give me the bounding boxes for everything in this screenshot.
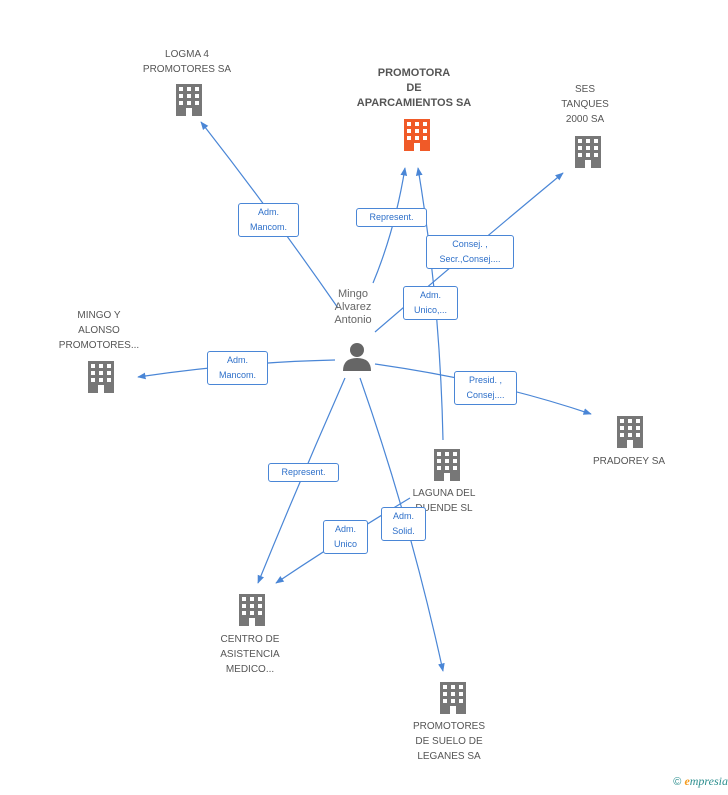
brand-logo: empresia — [684, 774, 728, 788]
copyright-symbol: © — [673, 776, 682, 788]
building-icon-logma[interactable] — [176, 84, 202, 116]
edge-label-promotora: Represent. — [356, 208, 427, 227]
company-label-ses[interactable]: SES TANQUES 2000 SA — [561, 84, 609, 125]
company-label-mingo[interactable]: MINGO Y ALONSO PROMOTORES... — [58, 310, 140, 351]
company-label-promotora[interactable]: PROMOTORA DE APARCAMIENTOS SA — [356, 67, 472, 109]
building-icon-ses[interactable] — [575, 136, 601, 168]
company-label-centro[interactable]: CENTRO DE ASISTENCIA MEDICO... — [220, 634, 280, 675]
building-icon-mingo[interactable] — [88, 361, 114, 393]
person-icon[interactable] — [343, 343, 371, 371]
edge-label-leganes: Adm. Solid. — [381, 507, 426, 541]
building-icon-pradorey[interactable] — [617, 416, 643, 448]
building-icon-leganes[interactable] — [440, 682, 466, 714]
building-icon-promotora[interactable] — [404, 119, 430, 151]
edge-label-logma: Adm. Mancom. — [238, 203, 299, 237]
edge-label-laguna-promotora: Adm. Unico,... — [403, 286, 458, 320]
edge-label-centro-represent: Represent. — [268, 463, 339, 482]
company-label-laguna[interactable]: LAGUNA DEL DUENDE SL — [412, 488, 476, 514]
edge-label-mingo: Adm. Mancom. — [207, 351, 268, 385]
edge-promotora-represent — [372, 167, 408, 284]
footer-brand[interactable]: © empresia — [673, 774, 728, 789]
edge-label-laguna-centro: Adm. Unico — [323, 520, 368, 554]
building-icon-laguna[interactable] — [434, 449, 460, 481]
person-label[interactable]: Mingo Alvarez Antonio — [334, 288, 372, 326]
company-label-leganes[interactable]: PROMOTORES DE SUELO DE LEGANES SA — [412, 721, 486, 762]
edge-label-ses: Consej. , Secr.,Consej.... — [426, 235, 514, 269]
company-label-logma[interactable]: LOGMA 4 PROMOTORES SA — [142, 49, 232, 75]
brand-logo-text: mpresia — [689, 774, 728, 788]
edge-label-pradorey: Presid. , Consej.... — [454, 371, 517, 405]
brand-logo-e: e — [684, 774, 690, 788]
company-label-pradorey[interactable]: PRADOREY SA — [592, 456, 666, 467]
building-icon-centro[interactable] — [239, 594, 265, 626]
